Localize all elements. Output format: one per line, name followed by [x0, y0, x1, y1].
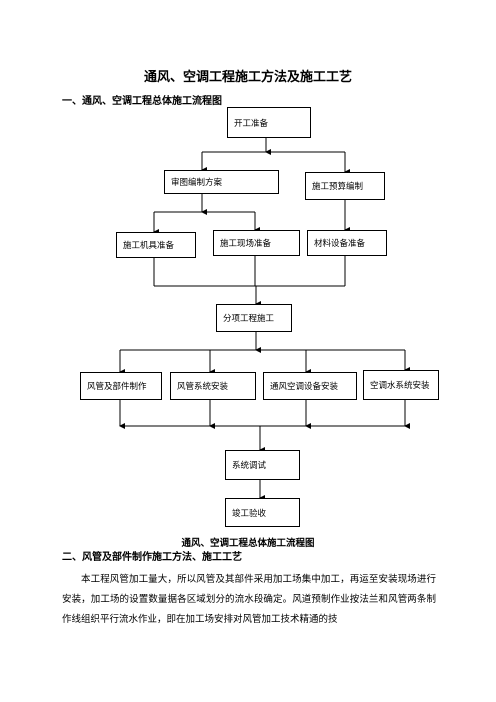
flow-node-subitem: 分项工程施工 — [216, 304, 292, 332]
flow-node-water-system-installation: 空调水系统安装 — [363, 370, 439, 400]
section1-heading: 一、通风、空调工程总体施工流程图 — [62, 96, 222, 107]
body-paragraph: 本工程风管加工量大，所以风管及其部件采用加工场集中加工，再运至安装现场进行安装，… — [62, 574, 436, 625]
flow-node-duct-fabrication: 风管及部件制作 — [80, 372, 162, 400]
flow-node-equipment-installation: 通风空调设备安装 — [263, 372, 357, 400]
flow-node-acceptance: 竣工验收 — [225, 498, 300, 527]
flowchart-caption: 通风、空调工程总体施工流程图 — [181, 538, 315, 549]
flow-node-review: 审图编制方案 — [164, 170, 279, 194]
section2-heading: 二、风管及部件制作施工方法、施工工艺 — [62, 552, 242, 563]
flow-node-materials: 材料设备准备 — [307, 230, 387, 256]
flow-node-start: 开工准备 — [227, 107, 311, 138]
flow-node-budget: 施工预算编制 — [305, 172, 385, 200]
flow-node-duct-installation: 风管系统安装 — [170, 372, 256, 400]
flow-node-machinery: 施工机具准备 — [116, 232, 196, 258]
flow-node-commissioning: 系统调试 — [225, 450, 300, 480]
document-title: 通风、空调工程施工方法及施工工艺 — [143, 70, 352, 85]
flow-node-site: 施工现场准备 — [213, 230, 300, 256]
